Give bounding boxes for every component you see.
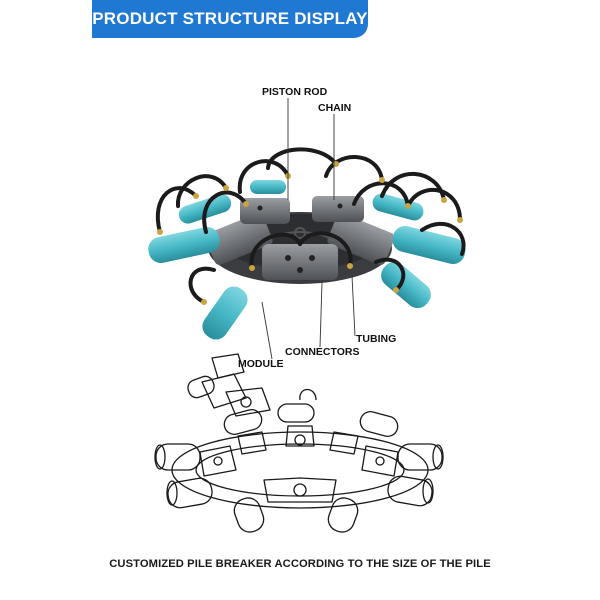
callout-lines [261,98,356,360]
assembly-line-drawing [154,353,444,533]
hose-loops [155,147,466,304]
cylinder-front-left-lower [202,286,248,340]
cylinder-front-right-lower [381,261,431,309]
footer-caption: CUSTOMIZED PILE BREAKER ACCORDING TO THE… [109,558,491,570]
cylinder-back-right [372,193,424,221]
pile-breaker-render [148,147,466,340]
callout-chain: CHAIN [318,102,351,114]
cylinder-front-right [392,225,466,265]
header-banner: PRODUCT STRUCTURE DISPLAY [92,0,368,38]
cylinder-front-left [148,227,220,263]
callout-piston-rod: PISTON ROD [262,86,328,98]
module-blocks [205,196,395,280]
header-title: PRODUCT STRUCTURE DISPLAY [92,9,368,28]
hose-fittings [157,161,463,305]
callout-tubing: TUBING [356,333,396,345]
callout-connectors: CONNECTORS [285,346,359,358]
cylinder-back-center-left [250,180,286,194]
callout-module: MODULE [238,358,284,370]
